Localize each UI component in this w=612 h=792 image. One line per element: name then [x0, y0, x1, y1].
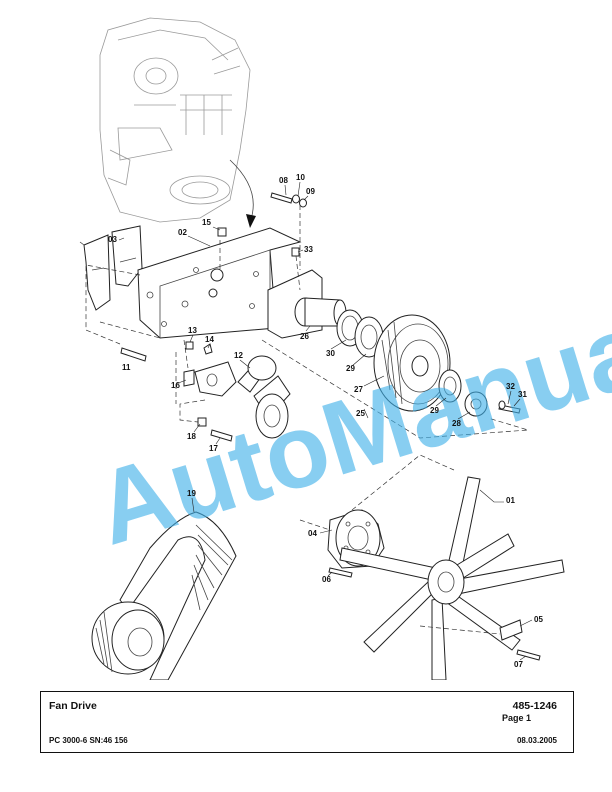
part-06-bolt — [328, 567, 353, 578]
part-28-cap — [464, 391, 488, 417]
assembly-lines-fan — [299, 454, 501, 635]
drawing-title: Fan Drive — [49, 700, 97, 712]
part-26-shaft-housing — [267, 269, 347, 339]
callout-16: 16 — [171, 381, 180, 390]
fastener-33 — [291, 247, 300, 257]
callout-31: 31 — [518, 390, 527, 399]
callout-30: 30 — [326, 349, 335, 358]
page-number: Page 1 — [501, 713, 531, 723]
callout-15: 15 — [202, 218, 211, 227]
callout-01: 01 — [506, 496, 515, 505]
part-31-32-bolt-washer — [498, 400, 521, 414]
callout-07: 07 — [514, 660, 523, 669]
issue-date: 08.03.2005 — [516, 736, 557, 745]
callout-29a: 29 — [346, 364, 355, 373]
assembly-lines-upper — [79, 205, 529, 439]
callout-05: 05 — [534, 615, 543, 624]
callout-12: 12 — [234, 351, 243, 360]
part-12-tensioner-pulley — [237, 355, 291, 439]
callout-03: 03 — [108, 235, 117, 244]
callout-19: 19 — [187, 489, 196, 498]
callouts: 08 10 09 15 02 03 33 26 13 14 12 30 11 2… — [108, 173, 543, 669]
callout-08: 08 — [279, 176, 288, 185]
callout-11: 11 — [122, 363, 131, 372]
callout-13: 13 — [188, 326, 197, 335]
callout-25: 25 — [356, 409, 365, 418]
callout-33: 33 — [304, 245, 313, 254]
callout-09: 09 — [306, 187, 315, 196]
callout-29b: 29 — [430, 406, 439, 415]
title-block: Fan Drive 485-1246 Page 1 PC 3000-6 SN:4… — [40, 691, 574, 753]
callout-18: 18 — [187, 432, 196, 441]
callout-10: 10 — [296, 173, 305, 182]
part-07-bolt — [516, 649, 541, 661]
machine-model: PC 3000-6 SN:46 156 — [49, 736, 128, 745]
part-number: 485-1246 — [512, 700, 557, 712]
callout-28: 28 — [452, 419, 461, 428]
part-01-fan — [339, 476, 565, 680]
callout-06: 06 — [322, 575, 331, 584]
part-29-bearing-outer — [438, 369, 462, 403]
part-27-drive-pulley — [373, 314, 451, 412]
fastener-11 — [120, 347, 147, 362]
assembly-arrow — [229, 159, 256, 228]
callout-26: 26 — [300, 332, 309, 341]
callout-32: 32 — [506, 382, 515, 391]
fastener-15 — [217, 227, 227, 237]
leader-lines — [118, 181, 533, 661]
engine-context-sketch — [99, 17, 251, 223]
fasteners-08-09-10 — [270, 192, 307, 208]
part-05-balance-plate — [499, 619, 523, 641]
callout-02: 02 — [178, 228, 187, 237]
fasteners-13-14 — [185, 341, 213, 355]
callout-14: 14 — [205, 335, 214, 344]
callout-27: 27 — [354, 385, 363, 394]
exploded-parts-diagram: AutoManual 08 10 09 15 02 03 33 26 13 14… — [79, 17, 612, 680]
callout-17: 17 — [209, 444, 218, 453]
callout-04: 04 — [308, 529, 317, 538]
part-16-tensioner-arm — [183, 361, 237, 397]
lower-pulley — [91, 601, 165, 675]
part-19-v-belt — [119, 511, 237, 680]
